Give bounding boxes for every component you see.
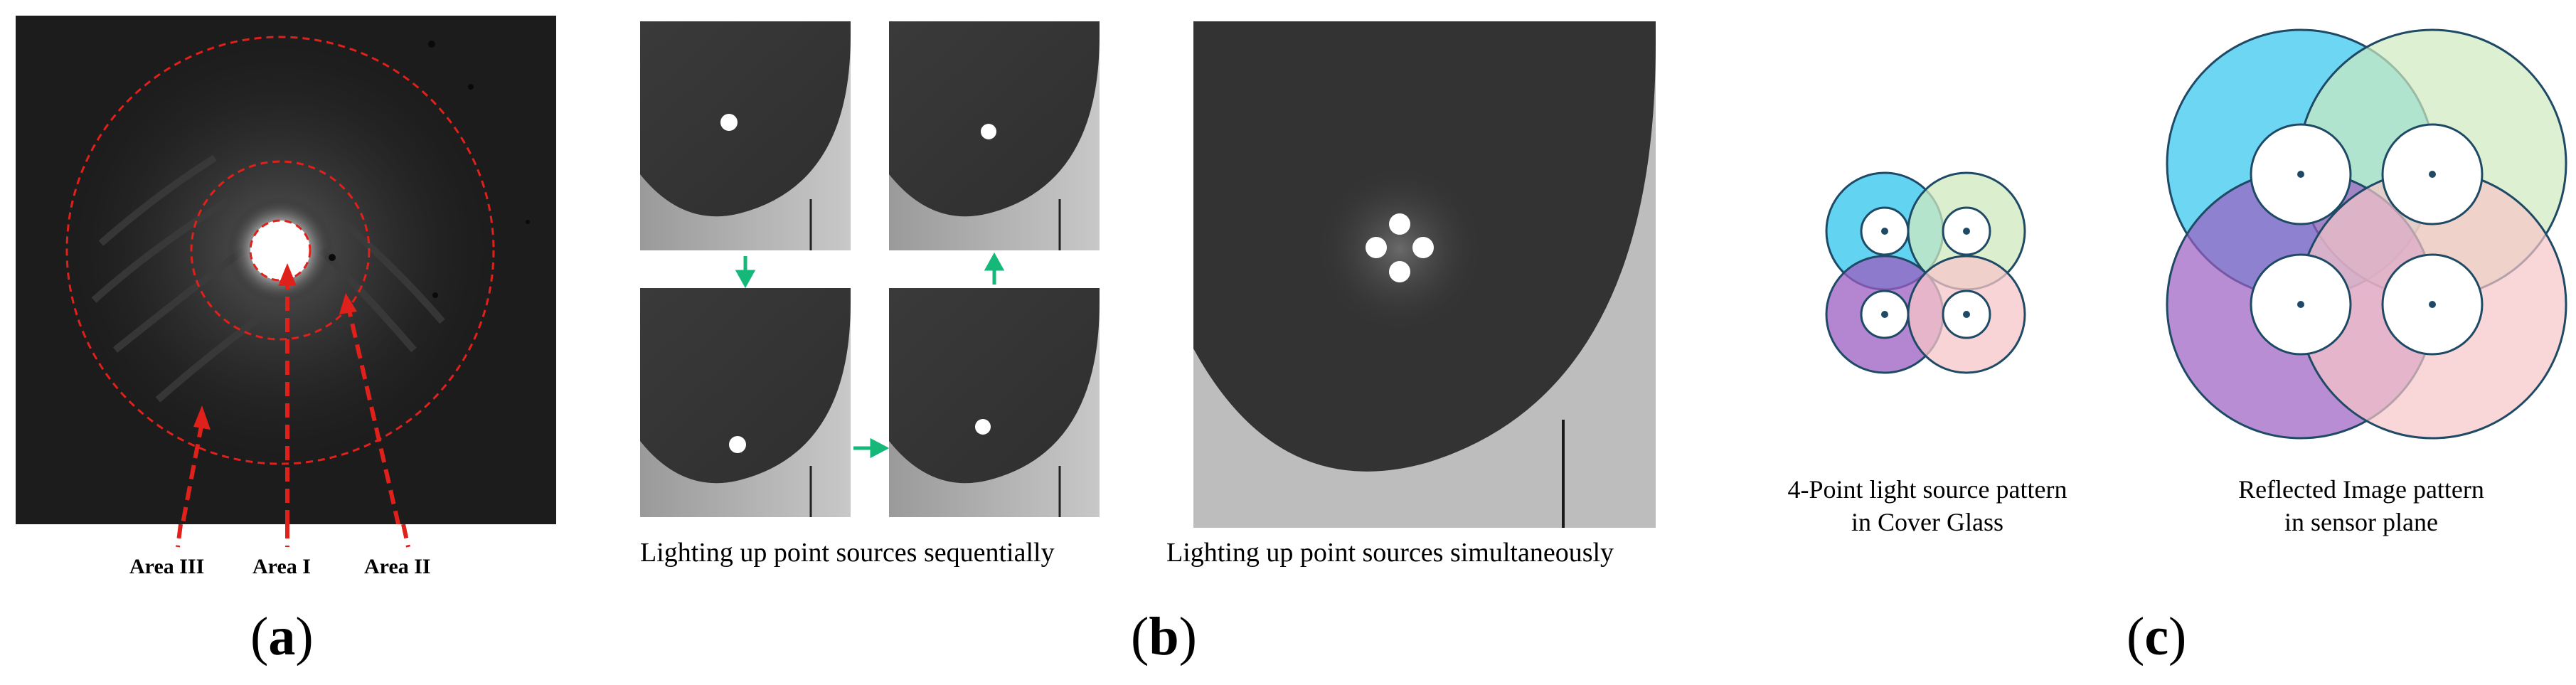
area-label-2: Area II bbox=[364, 555, 431, 578]
frame-2 bbox=[888, 21, 1101, 252]
panel-letter-b-text: b bbox=[1149, 607, 1179, 667]
cover-glass-pattern bbox=[1825, 171, 2026, 374]
cover-glass-caption: 4-Point light source pattern in Cover Gl… bbox=[1778, 473, 2077, 538]
simultaneous-frame bbox=[1193, 21, 1656, 528]
panel-letter-c: (c) bbox=[2127, 607, 2187, 667]
area-label-1: Area I bbox=[252, 555, 311, 578]
area-arrow-tails bbox=[176, 524, 410, 548]
sensor-plane-pattern bbox=[2166, 28, 2567, 440]
panel-letter-a: (a) bbox=[250, 607, 314, 667]
sensor-plane-caption-line1: Reflected Image pattern bbox=[2238, 475, 2484, 504]
sequential-caption: Lighting up point sources sequentially bbox=[640, 538, 1055, 568]
frame-4 bbox=[888, 287, 1101, 519]
panel-a bbox=[16, 16, 556, 524]
four-points bbox=[1366, 213, 1434, 282]
panel-letter-b: (b) bbox=[1131, 607, 1197, 667]
sensor-plane-caption: Reflected Image pattern in sensor plane bbox=[2191, 473, 2532, 538]
speckle-image bbox=[16, 16, 556, 524]
panel-letter-a-text: a bbox=[268, 607, 296, 667]
panel-letter-c-text: c bbox=[2144, 607, 2169, 667]
simultaneous-caption: Lighting up point sources simultaneously bbox=[1166, 538, 1614, 568]
frame-3 bbox=[640, 287, 852, 519]
sequential-frames bbox=[640, 21, 1101, 519]
cover-glass-caption-line1: 4-Point light source pattern bbox=[1787, 475, 2067, 504]
frame-1 bbox=[640, 21, 852, 252]
area-label-3: Area III bbox=[129, 555, 205, 578]
cover-glass-caption-line2: in Cover Glass bbox=[1851, 508, 2003, 536]
sensor-plane-caption-line2: in sensor plane bbox=[2284, 508, 2438, 536]
